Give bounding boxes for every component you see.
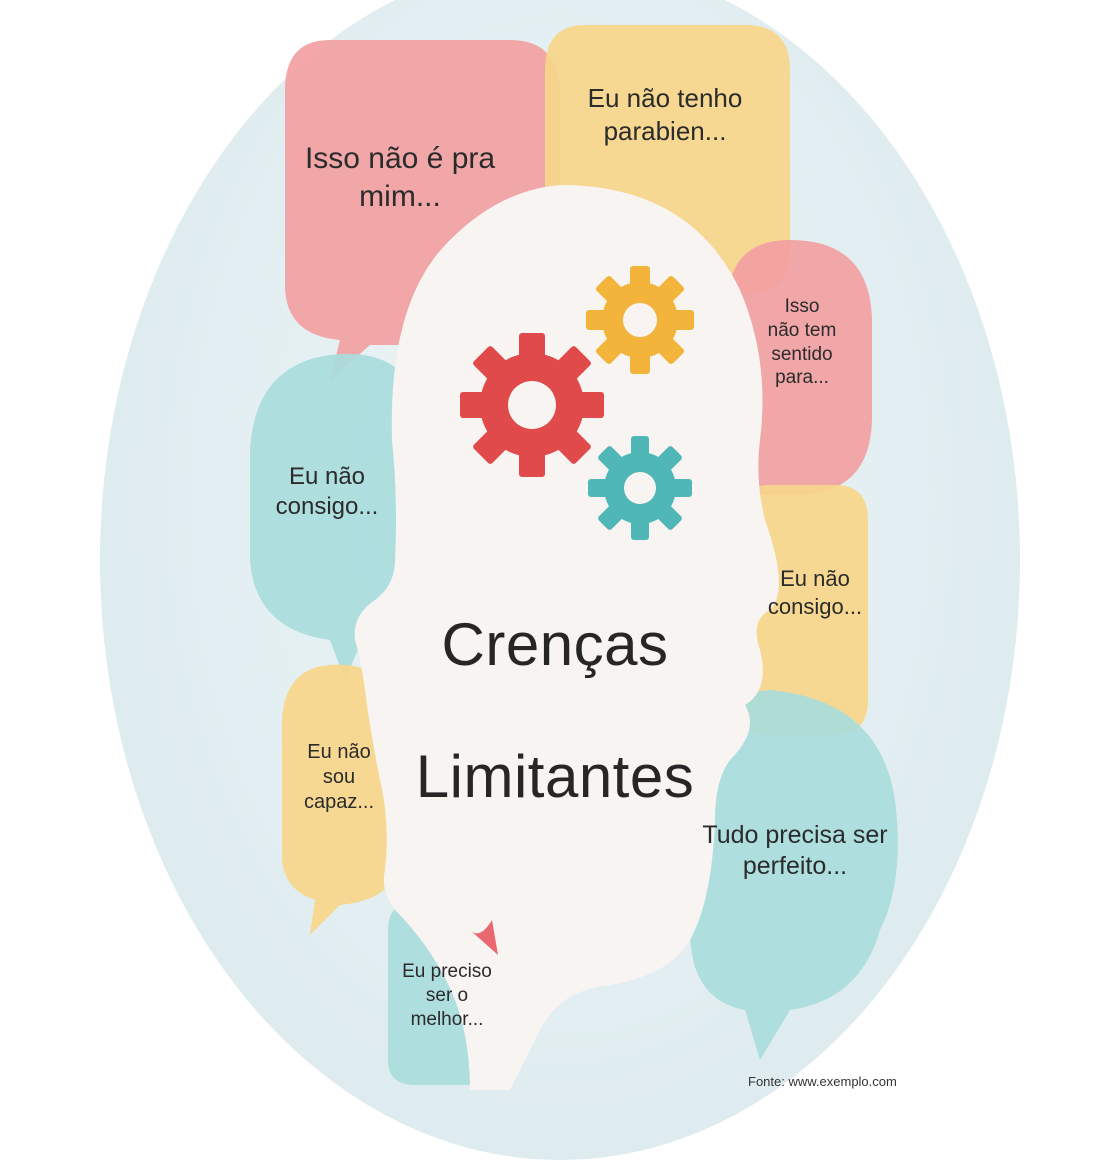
bubble-text-teal-left: Eu não consigo... <box>275 463 379 520</box>
bubble-red-right <box>728 240 872 495</box>
title-line-2: Limitantes <box>415 743 695 810</box>
bubble-text-yellow-top: Eu não tenho parabien... <box>587 83 743 146</box>
bubble-text-yellow-right: Eu não consigo... <box>767 566 863 619</box>
bubble-text-yellow-left: Eu não sou capaz... <box>303 741 375 813</box>
speech-bubbles-layer <box>250 25 898 1090</box>
source-credit: Fonte: www.exemplo.com <box>748 1074 897 1089</box>
title-line-1: Crenças <box>441 611 669 678</box>
bubble-teal-right <box>690 690 898 1060</box>
bubble-text-teal-right: Tudo precisa ser perfeito... <box>702 821 888 881</box>
bubble-text-red-top-left: Isso não é pra mim... <box>304 142 496 213</box>
bubble-yellow-left <box>282 664 395 935</box>
head-accent <box>470 920 498 955</box>
bubble-text-teal-bottom: Eu preciso ser o melhor... <box>402 961 492 1030</box>
illustration: Isso não é pra mim... Eu não tenho parab… <box>100 0 1020 1160</box>
gear-red-icon <box>460 333 604 477</box>
bubble-text-red-right: Isso não tem sentido para... <box>767 296 837 389</box>
gear-teal-icon <box>588 436 692 540</box>
gear-yellow-icon <box>586 266 694 374</box>
